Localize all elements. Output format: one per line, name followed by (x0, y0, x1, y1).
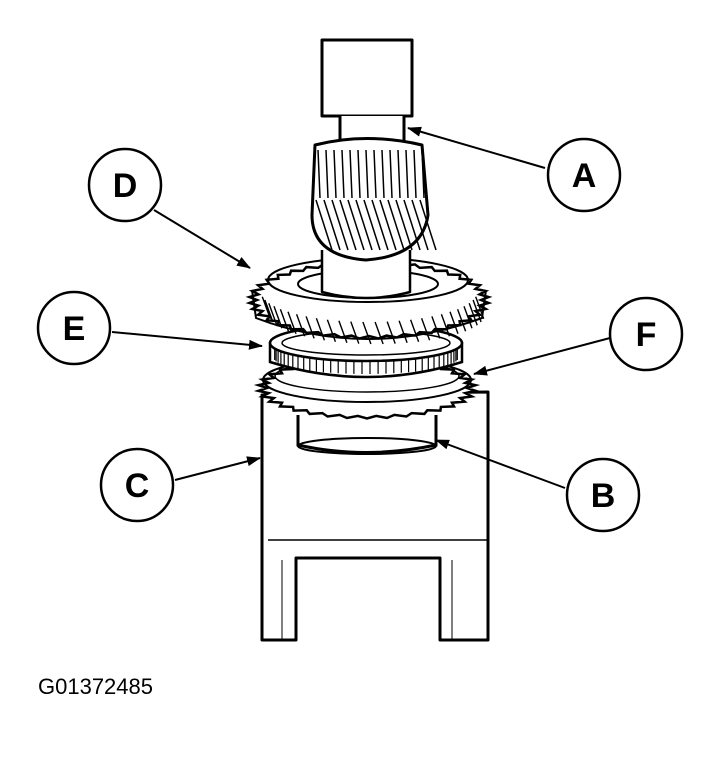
callout-a-label: A (572, 157, 597, 195)
callout-arrows (111, 126, 611, 489)
callout-f-label: F (636, 316, 657, 354)
callout-e: E (36, 290, 112, 366)
callout-f: F (608, 296, 684, 372)
press-fixture (260, 390, 490, 642)
callout-d-label: D (113, 167, 138, 205)
callout-b-label: B (591, 477, 616, 515)
callout-c: C (99, 447, 175, 523)
callout-e-label: E (63, 310, 86, 348)
figure-id: G01372485 (38, 674, 153, 699)
callout-a: A (546, 137, 622, 213)
callout-c-label: C (125, 467, 150, 505)
support-collar (296, 415, 438, 455)
callout-b: B (565, 457, 641, 533)
input-shaft (310, 38, 437, 300)
callout-d: D (87, 147, 163, 223)
